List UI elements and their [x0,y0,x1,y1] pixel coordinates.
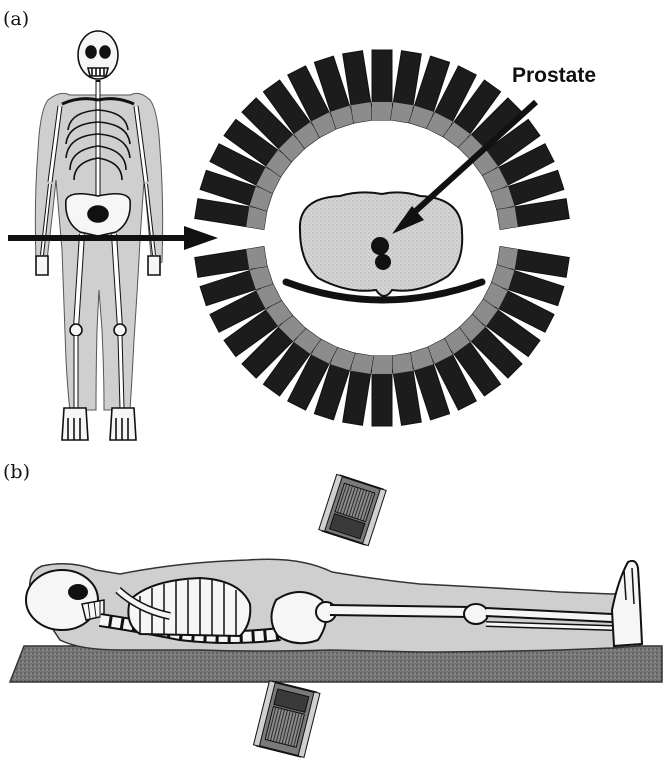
upper-detector-head-icon [319,474,386,545]
lower-detector-head-icon [254,681,320,758]
imaging-table-icon [10,646,662,682]
detector-block [372,356,392,426]
reclining-skeleton-icon [26,559,642,652]
cross-section-icon [286,192,482,300]
panel-a-label: (a) [3,8,29,30]
panel-b-label: (b) [3,461,30,483]
detector-block [372,50,392,120]
prostate-label: Prostate [512,64,596,87]
